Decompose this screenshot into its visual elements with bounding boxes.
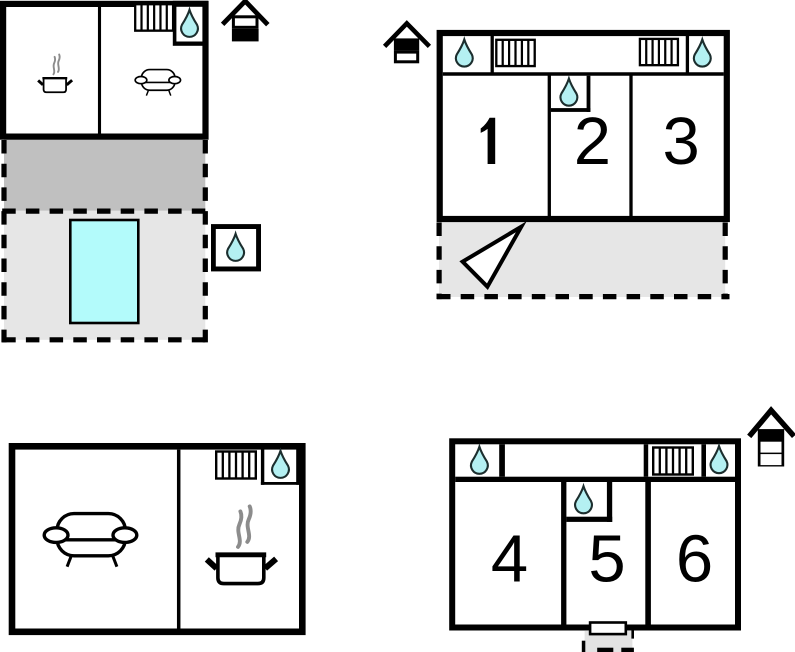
- svg-text:5: 5: [588, 521, 625, 596]
- svg-text:2: 2: [574, 104, 611, 179]
- svg-text:3: 3: [662, 104, 699, 179]
- svg-text:4: 4: [491, 521, 528, 596]
- svg-text:6: 6: [676, 521, 713, 596]
